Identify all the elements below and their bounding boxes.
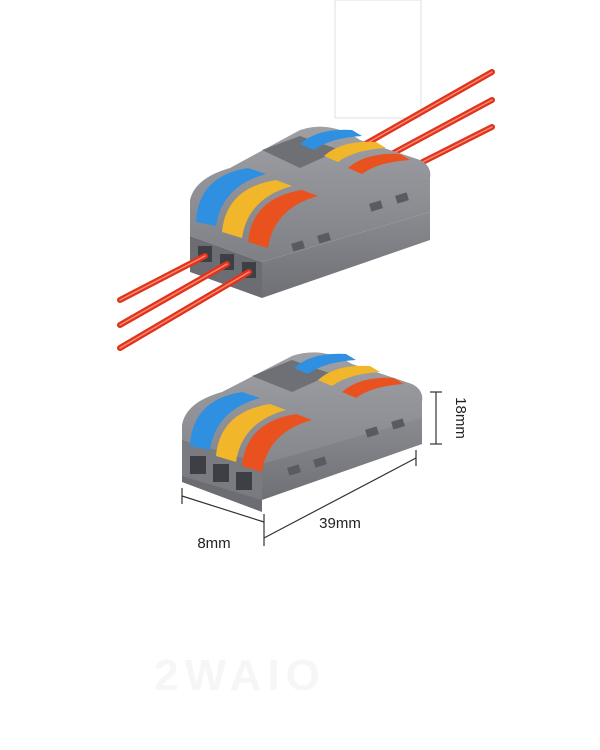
width-label: 8mm (197, 535, 230, 552)
watermark-text: 2WAIO (154, 651, 326, 700)
orange-lever (248, 190, 318, 248)
lever-group-back (300, 129, 410, 174)
height-dimension-line (430, 391, 442, 445)
height-label: 18mm (452, 397, 469, 439)
wire-hole-3 (236, 472, 252, 490)
length-label: 39mm (319, 515, 361, 532)
lever-group-front (196, 168, 318, 248)
left-wires (117, 253, 252, 351)
connector-housing-bottom (182, 352, 423, 512)
connector-housing (190, 126, 431, 298)
lever-group-bottom-back (294, 353, 404, 398)
lever-group-bottom-front (190, 392, 312, 472)
blue-lever (196, 168, 266, 226)
background-frame (334, 0, 422, 119)
length-dimension-line (263, 450, 417, 546)
yellow-lever (222, 180, 292, 238)
wire-hole-1 (190, 456, 206, 474)
width-dimension-line (181, 488, 265, 530)
connector-dimension-view: 18mm 39mm 8mm (181, 352, 469, 552)
connector-with-wires (117, 69, 495, 351)
wire-hole-2 (213, 464, 229, 482)
